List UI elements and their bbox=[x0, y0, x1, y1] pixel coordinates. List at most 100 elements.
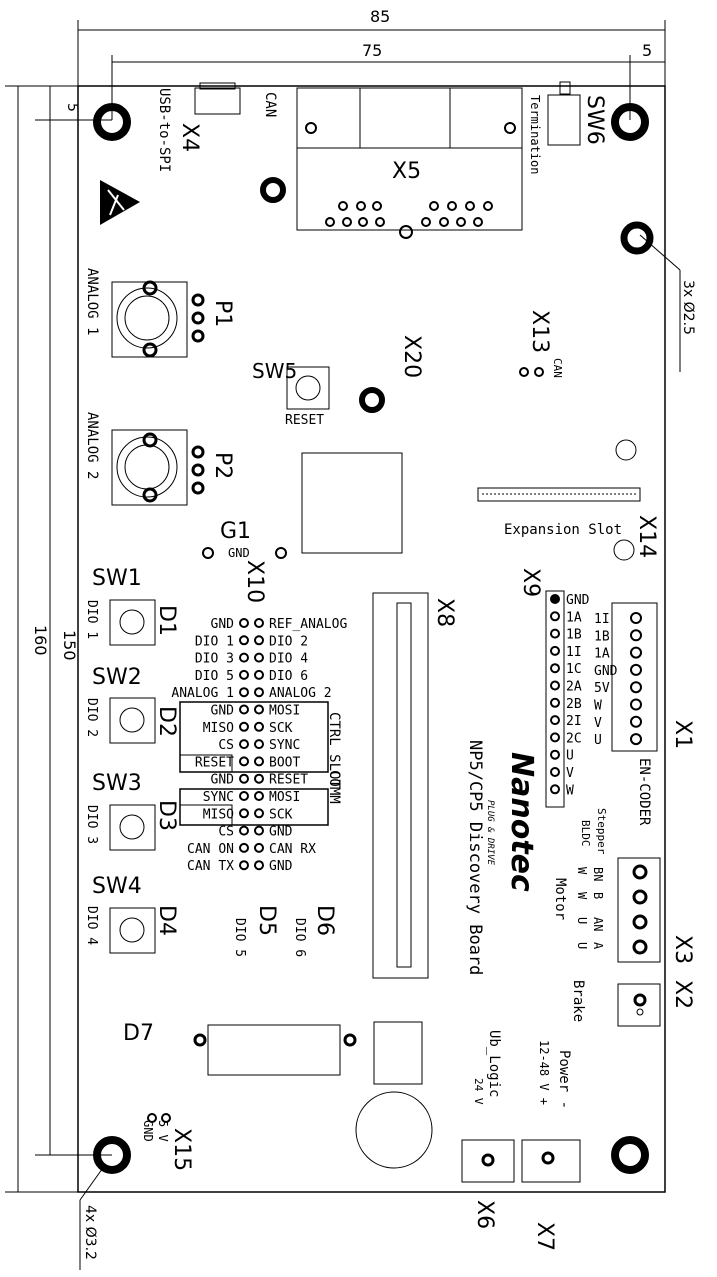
x8-connector bbox=[372, 592, 429, 979]
expansion-slot-label: Expansion Slot bbox=[504, 522, 622, 538]
x10-left-pin-label: CS bbox=[218, 738, 234, 753]
x10-left-pin-label: CS bbox=[218, 825, 234, 840]
x1-pin bbox=[630, 698, 642, 711]
relay-component bbox=[373, 1021, 423, 1085]
sw1-button bbox=[109, 599, 156, 646]
x9-pin bbox=[550, 645, 560, 656]
x10-left-pin-label: ANALOG 1 bbox=[171, 686, 234, 701]
x1-encoder-connector bbox=[611, 602, 658, 752]
x9-pin-label: 2A bbox=[566, 680, 582, 695]
x8-label: X8 bbox=[432, 598, 457, 627]
x10-right-pin-label: ANALOG 2 bbox=[269, 686, 332, 701]
expansion-slot-connector bbox=[477, 487, 641, 502]
dim-85: 85 bbox=[370, 7, 390, 26]
dimension-lines bbox=[5, 20, 681, 1270]
x4-usb-connector bbox=[194, 87, 241, 115]
x15-gnd-label: GND bbox=[141, 1120, 155, 1142]
sw4-label: SW4 bbox=[92, 874, 142, 899]
x9-pin bbox=[550, 594, 560, 604]
x9-pin bbox=[550, 767, 560, 777]
sw2-label: SW2 bbox=[92, 665, 142, 690]
x10-pin bbox=[254, 739, 264, 750]
sw6-label: SW6 bbox=[582, 95, 607, 145]
termination-label: Termination bbox=[528, 95, 542, 174]
sw4-button bbox=[109, 907, 156, 954]
g1-label: G1 bbox=[220, 519, 251, 544]
motor-label: Motor bbox=[552, 878, 568, 920]
x10-pin bbox=[254, 842, 264, 853]
sw5-label: SW5 bbox=[252, 359, 297, 383]
x3-bldc-pin-label: U bbox=[575, 942, 589, 949]
x2-brake-connector bbox=[617, 983, 661, 1027]
analog1-label: ANALOG 1 bbox=[84, 268, 100, 335]
board-outline bbox=[77, 85, 666, 1193]
d5-label: D5 bbox=[254, 905, 279, 936]
x10-left-pin-label: GND bbox=[211, 704, 235, 719]
sw2-button bbox=[109, 697, 156, 744]
x10-left-pin-label: CAN ON bbox=[187, 842, 234, 857]
d4-label: D4 bbox=[154, 905, 179, 936]
x9-pin-label: 2I bbox=[566, 714, 582, 729]
esd-warning-icon bbox=[100, 180, 140, 225]
x1-pin-label: W bbox=[594, 699, 602, 714]
sw5-reset-button bbox=[286, 366, 330, 410]
x10-pin bbox=[254, 669, 264, 680]
sw4-dio-label: DIO 4 bbox=[84, 906, 99, 945]
sw3-label: SW3 bbox=[92, 771, 142, 796]
x9-pin bbox=[550, 749, 560, 760]
sw1-dio-label: DIO 1 bbox=[84, 600, 99, 639]
power-voltage-label: 12-48 V + bbox=[537, 1040, 551, 1105]
x1-pin-label: V bbox=[594, 716, 602, 731]
x9-pin-label: 1A bbox=[566, 610, 582, 625]
x3-stepper-pin-label: A bbox=[591, 942, 605, 950]
x10-pin-header bbox=[239, 618, 264, 871]
sw3-dio-label: DIO 3 bbox=[84, 805, 99, 844]
x5-dsub-connector bbox=[296, 87, 523, 231]
x10-left-pin-label: MISO bbox=[203, 807, 234, 822]
dim-5-top: 5 bbox=[64, 103, 80, 112]
x10-left-pin-label: RESET bbox=[195, 755, 234, 770]
x10-right-pin-label: BOOT bbox=[269, 755, 300, 770]
x10-right-pin-label: DIO 6 bbox=[269, 669, 308, 684]
x3-terminal bbox=[632, 914, 648, 930]
d3-label: D3 bbox=[154, 800, 179, 831]
x10-pin bbox=[239, 756, 249, 767]
x10-label: X10 bbox=[242, 560, 267, 603]
x9-pin bbox=[550, 715, 560, 726]
x13-can-label: CAN bbox=[551, 358, 564, 378]
x10-left-pin-label: MISO bbox=[203, 721, 234, 736]
x13-label: X13 bbox=[527, 310, 552, 353]
g1-gnd-label: GND bbox=[228, 546, 250, 560]
x10-pin bbox=[254, 618, 264, 628]
bldc-label: BLDC bbox=[579, 820, 592, 847]
d6-dio-label: DIO 6 bbox=[292, 918, 307, 957]
sw6-switch bbox=[547, 94, 581, 146]
x15-label: X15 bbox=[169, 1128, 194, 1171]
x9-pin-label: U bbox=[566, 749, 574, 764]
buzzer-component bbox=[355, 1091, 433, 1169]
x3-terminal bbox=[632, 889, 648, 905]
x10-right-pin-label: CAN RX bbox=[269, 842, 316, 857]
encoder-label: EN-CODER bbox=[636, 758, 652, 826]
x3-terminal bbox=[632, 864, 648, 880]
reset-label: RESET bbox=[285, 413, 324, 428]
ub-logic-label: Ub_Logic bbox=[486, 1030, 502, 1097]
x9-pin bbox=[550, 784, 560, 795]
x10-pin bbox=[254, 721, 264, 732]
x10-pin bbox=[239, 791, 249, 801]
x1-pin bbox=[630, 733, 642, 746]
x10-pin bbox=[254, 687, 264, 698]
x10-pin bbox=[239, 669, 249, 680]
p2-potentiometer bbox=[111, 429, 205, 506]
x9-pin-label: 1B bbox=[566, 628, 582, 643]
x3-label: X3 bbox=[670, 935, 695, 964]
dim-160: 160 bbox=[31, 625, 50, 656]
x7-connector bbox=[521, 1139, 581, 1183]
x10-left-pin-label: SYNC bbox=[203, 790, 234, 805]
x10-pin bbox=[239, 618, 249, 628]
x14-label: X14 bbox=[634, 515, 659, 558]
x6-label: X6 bbox=[472, 1200, 497, 1229]
dim-75: 75 bbox=[362, 41, 382, 60]
